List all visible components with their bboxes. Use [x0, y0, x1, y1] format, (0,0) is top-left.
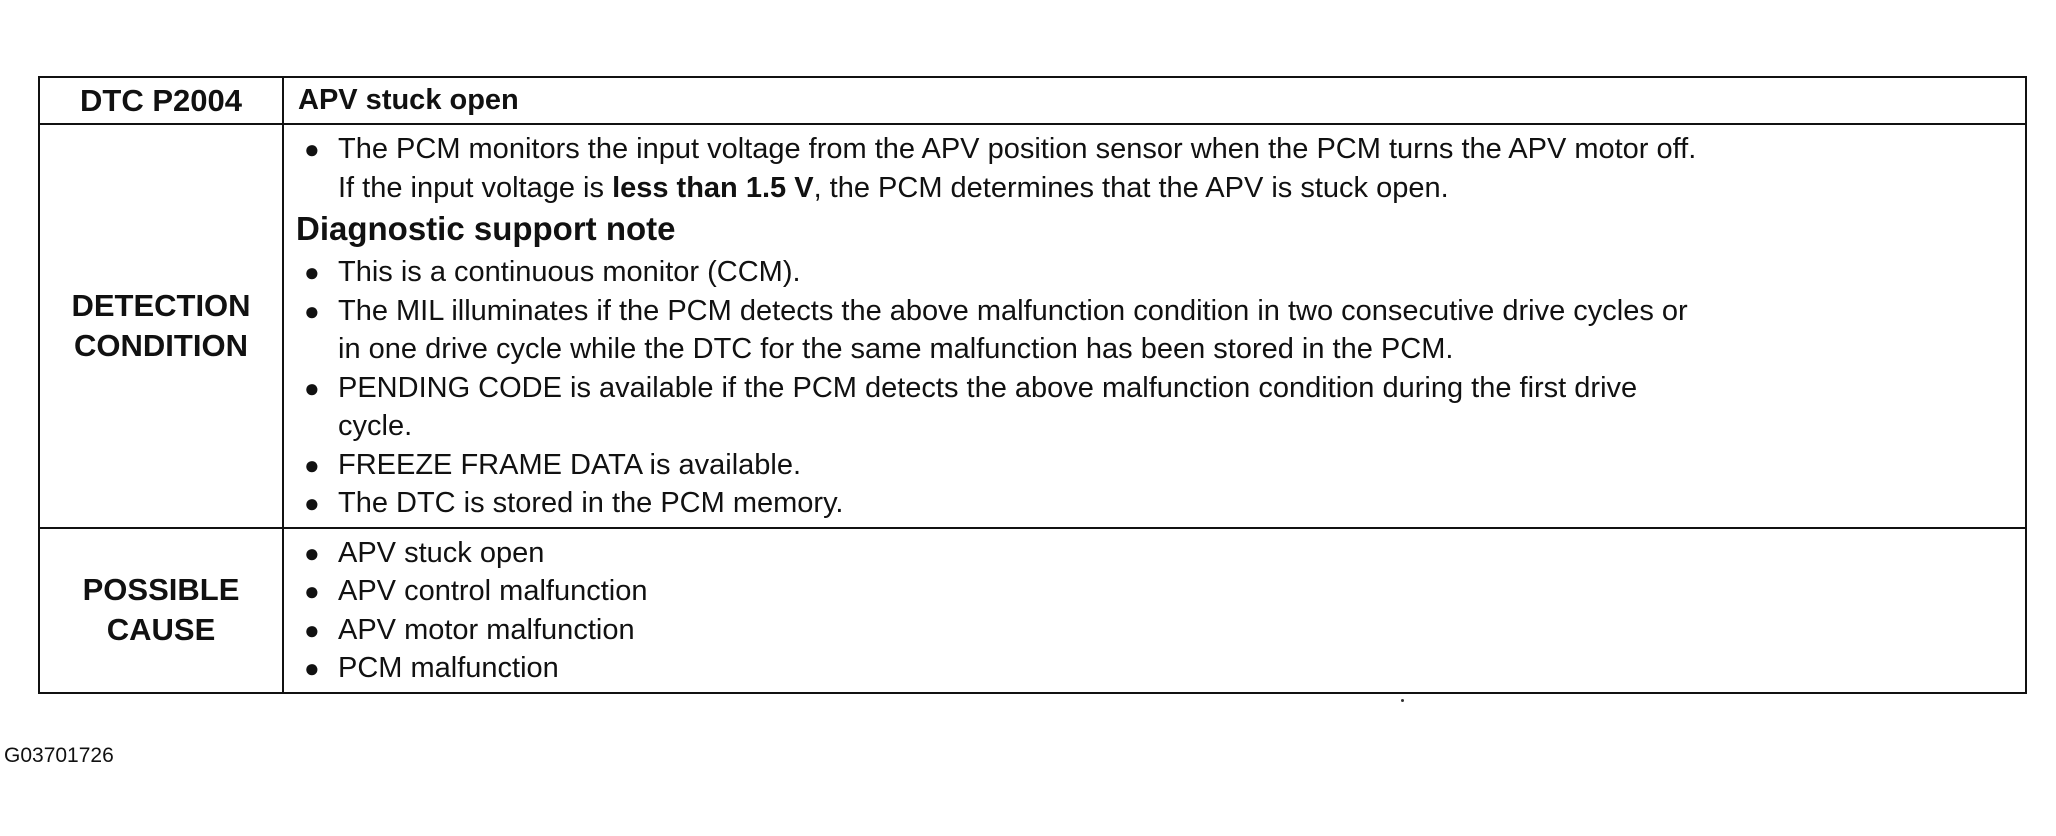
- bullet-icon: ●: [304, 449, 320, 480]
- detection-content-cell: ● The PCM monitors the input voltage fro…: [282, 123, 2027, 529]
- cause-item-text: APV motor malfunction: [338, 613, 635, 646]
- cause-item-text: APV stuck open: [338, 536, 545, 569]
- bullet-icon: ●: [304, 134, 320, 164]
- detection-label-line2: CONDITION: [74, 327, 248, 363]
- scan-speck: [1401, 699, 1404, 702]
- cause-item-text: APV control malfunction: [338, 575, 648, 607]
- bullet-icon: ●: [304, 653, 320, 683]
- possible-cause-content-cell: ● APV stuck open ● APV control malfuncti…: [282, 526, 2027, 694]
- bullet-icon: ●: [304, 576, 320, 606]
- possible-cause-row: POSSIBLE CAUSE ● APV stuck open ● APV co…: [38, 526, 2027, 694]
- possible-cause-label-line2: CAUSE: [106, 612, 216, 647]
- support-item-text: cycle.: [338, 410, 413, 442]
- list-item: ● The DTC is stored in the PCM memory.: [296, 484, 2015, 523]
- bullet-icon: ●: [304, 295, 320, 326]
- intro-line2-after: , the PCM determines that the APV is stu…: [813, 171, 1449, 204]
- support-item-text: PENDING CODE is available if the PCM det…: [338, 371, 1638, 404]
- possible-cause-label-line1: POSSIBLE: [82, 572, 240, 607]
- figure-code: G03701726: [4, 744, 114, 767]
- list-item: ● PENDING CODE is available if the PCM d…: [296, 369, 2015, 446]
- support-item-text: in one drive cycle while the DTC for the…: [338, 333, 1454, 365]
- support-item-text: FREEZE FRAME DATA is available.: [338, 448, 802, 481]
- bullet-icon: ●: [304, 488, 320, 518]
- detection-intro-list: ● The PCM monitors the input voltage fro…: [296, 130, 2015, 207]
- support-item-text: The DTC is stored in the PCM memory.: [338, 487, 844, 519]
- possible-cause-list: ● APV stuck open ● APV control malfuncti…: [296, 534, 2015, 688]
- bullet-icon: ●: [304, 537, 320, 568]
- voltage-threshold: less than 1.5 V: [612, 171, 814, 204]
- intro-line1: The PCM monitors the input voltage from …: [338, 133, 1697, 165]
- bullet-icon: ●: [304, 614, 320, 645]
- dtc-title: APV stuck open: [298, 84, 519, 116]
- dtc-title-cell: APV stuck open: [282, 76, 2027, 125]
- detection-row: DETECTION CONDITION ● The PCM monitors t…: [38, 123, 2027, 529]
- list-item: ● PCM malfunction: [296, 649, 2015, 688]
- bullet-icon: ●: [304, 372, 320, 403]
- support-note-list: ● This is a continuous monitor (CCM). ● …: [296, 253, 2015, 523]
- cause-item-text: PCM malfunction: [338, 652, 559, 684]
- support-item-text: The MIL illuminates if the PCM detects t…: [338, 294, 1688, 327]
- detection-label-cell: DETECTION CONDITION: [38, 123, 284, 529]
- list-item: ● APV stuck open: [296, 534, 2015, 573]
- intro-line2-before: If the input voltage is: [338, 171, 613, 204]
- dtc-table: DTC P2004 APV stuck open DETECTION CONDI…: [38, 76, 2027, 694]
- possible-cause-label-cell: POSSIBLE CAUSE: [38, 526, 284, 694]
- list-item: ● APV control malfunction: [296, 572, 2015, 611]
- dtc-code: DTC P2004: [80, 82, 242, 118]
- support-note-heading: Diagnostic support note: [296, 210, 676, 247]
- list-item: ● The MIL illuminates if the PCM detects…: [296, 292, 2015, 369]
- detection-label-line1: DETECTION: [71, 287, 251, 323]
- list-item: ● This is a continuous monitor (CCM).: [296, 253, 2015, 292]
- list-item: ● APV motor malfunction: [296, 611, 2015, 650]
- support-item-text: This is a continuous monitor (CCM).: [338, 256, 801, 288]
- dtc-code-cell: DTC P2004: [38, 76, 284, 125]
- header-row: DTC P2004 APV stuck open: [38, 76, 2027, 125]
- bullet-icon: ●: [304, 257, 320, 287]
- list-item: ● The PCM monitors the input voltage fro…: [296, 130, 2015, 207]
- list-item: ● FREEZE FRAME DATA is available.: [296, 446, 2015, 485]
